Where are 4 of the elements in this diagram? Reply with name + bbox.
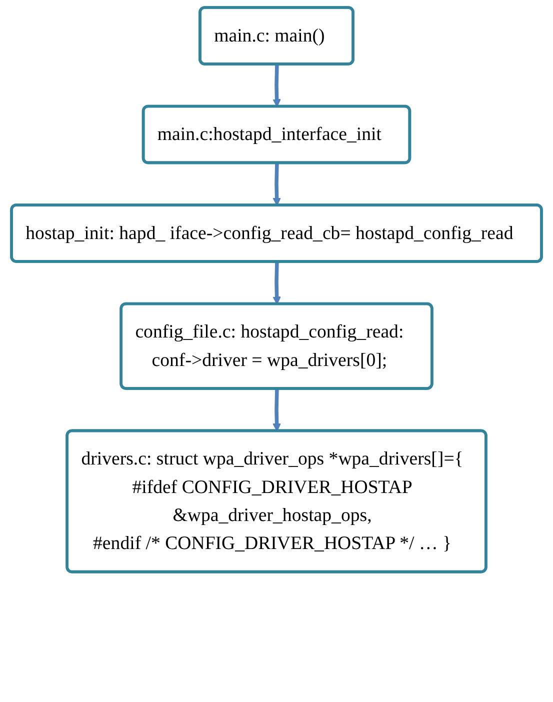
arrow [272, 64, 281, 108]
arrow [272, 388, 281, 432]
arrow [272, 262, 281, 305]
arrow [272, 163, 281, 206]
